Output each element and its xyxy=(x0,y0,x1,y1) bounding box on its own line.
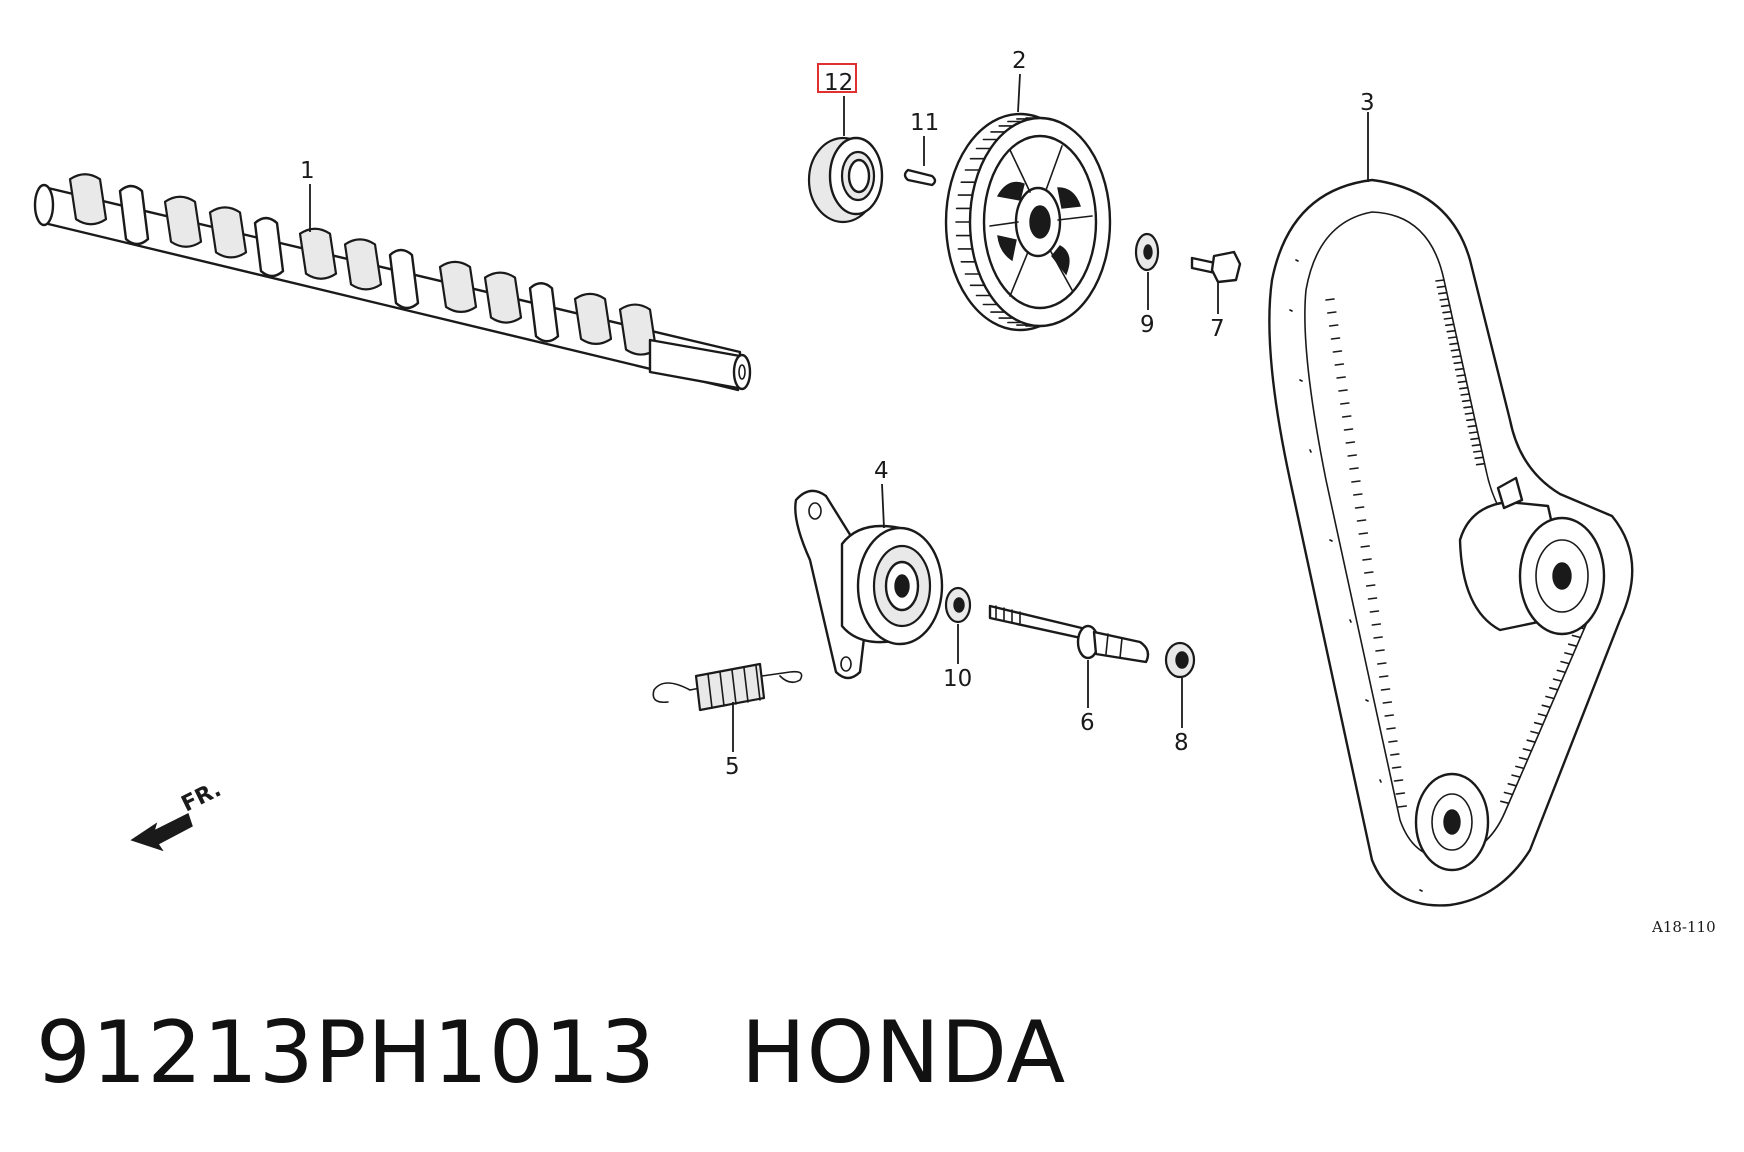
callout-6: 6 xyxy=(1080,710,1095,736)
callout-11: 11 xyxy=(910,110,939,136)
washer-8 xyxy=(1164,641,1196,679)
callout-1: 1 xyxy=(300,158,315,184)
oil-seal xyxy=(807,136,884,224)
tensioner xyxy=(794,489,944,680)
brand-name: HONDA xyxy=(741,1003,1067,1103)
callout-2: 2 xyxy=(1012,48,1027,74)
tensioner-bolt xyxy=(988,604,1150,664)
callout-4: 4 xyxy=(874,458,889,484)
washer-9 xyxy=(1134,232,1160,272)
timing-belt xyxy=(1268,178,1634,907)
callout-7: 7 xyxy=(1210,316,1225,342)
camshaft xyxy=(33,173,752,392)
highlight-box xyxy=(817,63,857,93)
woodruff-key xyxy=(903,168,937,187)
front-direction-arrow: FR. xyxy=(130,777,226,852)
washer-10 xyxy=(944,586,972,624)
part-number: 91213PH1013 xyxy=(36,1003,656,1103)
tensioner-spring xyxy=(652,662,803,712)
pulley-bolt xyxy=(1190,250,1242,284)
callouts: 1 2 3 4 5 6 7 8 9 10 11 12 xyxy=(300,48,1375,780)
diagram-ref-code: A18-110 xyxy=(1651,918,1716,936)
front-direction-label: FR. xyxy=(178,777,226,817)
callout-10: 10 xyxy=(943,666,972,692)
callout-9: 9 xyxy=(1140,312,1155,338)
parts-diagram: FR. 1 2 3 4 5 6 7 8 9 10 11 12 A18-110 xyxy=(33,48,1716,936)
leader-lines xyxy=(309,73,1369,752)
callout-3: 3 xyxy=(1360,90,1375,116)
part-caption: 91213PH1013 HONDA xyxy=(36,1010,1066,1096)
cam-pulley xyxy=(944,112,1112,332)
callout-8: 8 xyxy=(1174,730,1189,756)
callout-12: 12 xyxy=(824,70,853,96)
callout-5: 5 xyxy=(725,754,740,780)
